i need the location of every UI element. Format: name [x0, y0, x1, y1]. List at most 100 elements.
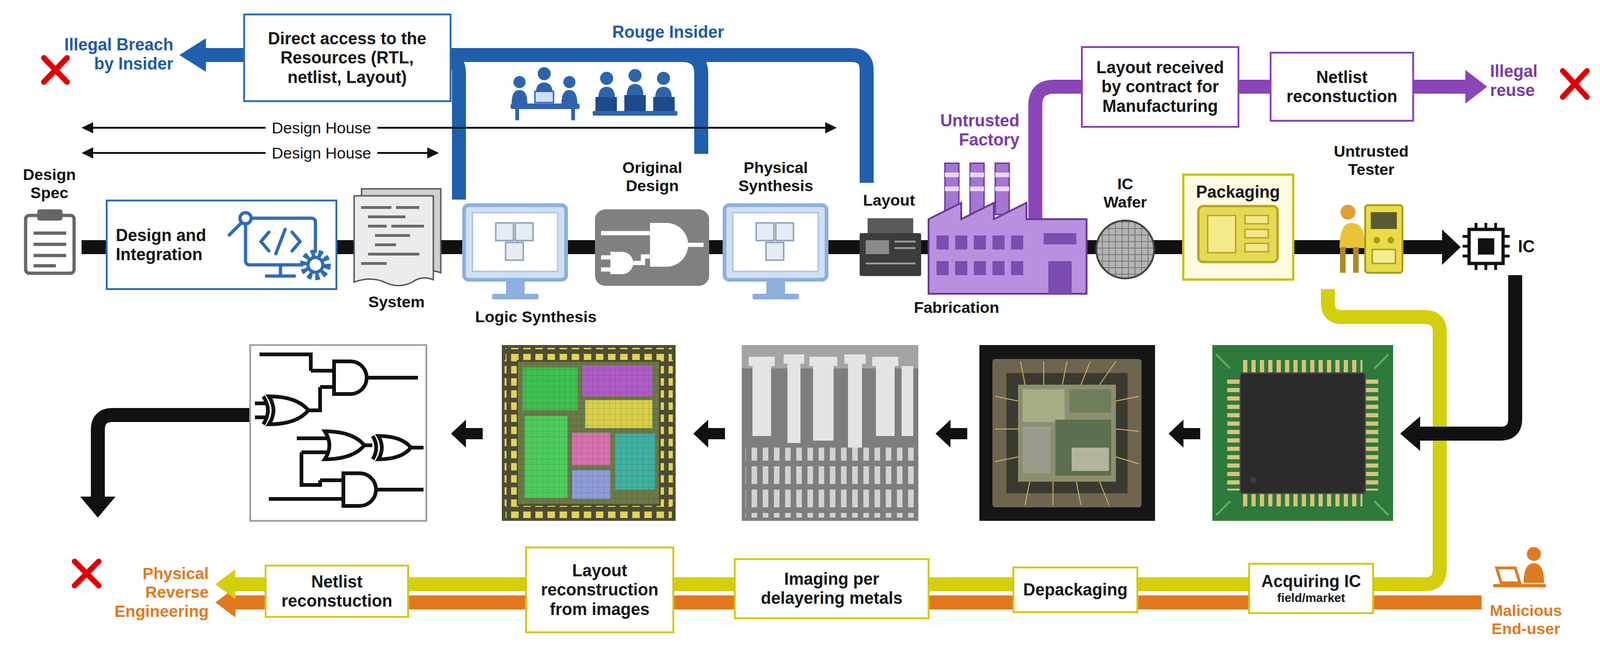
process-box: Netlist reconstuction	[1269, 51, 1415, 122]
step-arrows	[693, 419, 725, 448]
text-label: Untrusted Factory	[926, 110, 1020, 150]
design-house-span	[81, 122, 837, 159]
factory-icon	[995, 172, 1010, 178]
depackaged-die-image	[992, 358, 1142, 507]
netlist-image	[343, 472, 377, 506]
factory-icon	[944, 172, 959, 178]
design-icon	[260, 229, 301, 254]
node-text: Netlist reconstuction	[1278, 67, 1405, 107]
flow-band	[1239, 79, 1270, 94]
factory-icon	[995, 163, 1010, 215]
gate-icon	[594, 209, 710, 286]
people-icon	[510, 67, 678, 121]
text-group: Packaging	[1196, 182, 1280, 202]
process-box: Depackaging	[1012, 566, 1139, 613]
netlist-image	[410, 445, 424, 450]
factory-icon	[970, 186, 985, 192]
flow-band	[409, 594, 526, 609]
flow-band	[929, 583, 1013, 602]
tester-icon	[1373, 236, 1381, 244]
design-icon	[229, 212, 316, 276]
die-layout-image	[504, 359, 517, 506]
node-text: Imaging per delayering metals	[745, 568, 919, 608]
node-text: Acquiring IC	[1261, 571, 1361, 591]
depackaged-die-image	[1069, 389, 1112, 413]
text-label: IC	[1517, 236, 1546, 256]
qfp-chip-image	[1243, 359, 1363, 373]
gate-icon	[594, 209, 710, 286]
text-group: Design and Integration	[116, 225, 217, 265]
arrow-head	[215, 568, 236, 599]
depackaged-die-image	[994, 361, 1140, 505]
netlist-image	[296, 437, 373, 452]
gate-icon	[649, 222, 689, 267]
design-house-span	[825, 122, 837, 134]
sem-image	[844, 354, 866, 364]
sem-image	[741, 344, 919, 369]
text-label: Design Spec	[19, 165, 80, 202]
die-layout-image	[660, 359, 673, 506]
node-text: Layout received by contract for Manufact…	[1090, 57, 1231, 116]
netlist-image	[378, 435, 411, 459]
user-icon	[1496, 567, 1520, 583]
system-icon	[354, 188, 441, 286]
flow-band	[97, 414, 254, 499]
flow-band	[1138, 583, 1249, 602]
cross-mark	[74, 560, 99, 586]
people-icon	[571, 109, 575, 121]
text-label: Fabrication	[905, 298, 1008, 317]
process-box: Layout received by contract for Manufact…	[1080, 46, 1240, 128]
design-house-span	[81, 147, 94, 159]
insider-band	[682, 54, 702, 154]
netlist-image	[268, 451, 424, 499]
qfp-chip-image	[1216, 354, 1389, 515]
tester-icon	[1365, 205, 1403, 273]
flow-band	[1239, 86, 1270, 88]
design-icon	[307, 257, 323, 273]
design-house-span	[90, 126, 828, 129]
sem-image	[741, 344, 919, 521]
arrow-head	[1400, 416, 1421, 451]
qfp-chip-image	[1365, 375, 1379, 491]
text-group: Layout received by contract for Manufact…	[1090, 57, 1231, 116]
people-icon	[628, 68, 642, 83]
gate-icon	[601, 232, 704, 270]
qfp-chip-image	[1243, 492, 1363, 506]
people-icon	[510, 103, 580, 110]
layout-machine-icon	[865, 239, 889, 254]
tester-icon	[1340, 204, 1356, 220]
depackaged-die-image	[1006, 372, 1128, 493]
depackaged-die-image	[979, 344, 1156, 521]
depackaged-die-image	[1055, 419, 1112, 476]
system-icon	[361, 207, 424, 264]
tester-icon	[1387, 236, 1395, 244]
design-box: Design and Integration	[105, 199, 338, 290]
flow-band	[674, 576, 734, 591]
factory-icon	[955, 260, 968, 275]
text-label: Physical Synthesis	[726, 158, 825, 195]
text-label: IC Wafer	[1097, 174, 1154, 212]
design-icon	[266, 264, 295, 276]
system-icon	[354, 195, 434, 286]
flow-band	[1418, 274, 1516, 434]
monitor-icon	[724, 205, 827, 300]
factory-icon	[936, 232, 1077, 294]
sem-image	[752, 361, 772, 436]
text-label: System	[359, 292, 434, 311]
user-icon	[1526, 546, 1541, 561]
design-icon	[239, 212, 252, 224]
depackaged-die-image	[994, 361, 1140, 505]
netlist-image	[263, 396, 268, 424]
layout-machine-icon	[867, 218, 914, 235]
factory-icon	[992, 235, 1005, 250]
factory-icon	[955, 235, 968, 250]
people-icon	[595, 96, 617, 111]
flow-band	[674, 594, 734, 609]
netlist-image	[254, 354, 424, 506]
people-icon	[592, 110, 678, 116]
arrow-head	[80, 496, 116, 518]
text-label: Layout	[856, 191, 922, 210]
people-icon	[624, 95, 646, 111]
arrow-head	[1465, 69, 1488, 104]
qfp-chip-image	[1227, 375, 1241, 491]
